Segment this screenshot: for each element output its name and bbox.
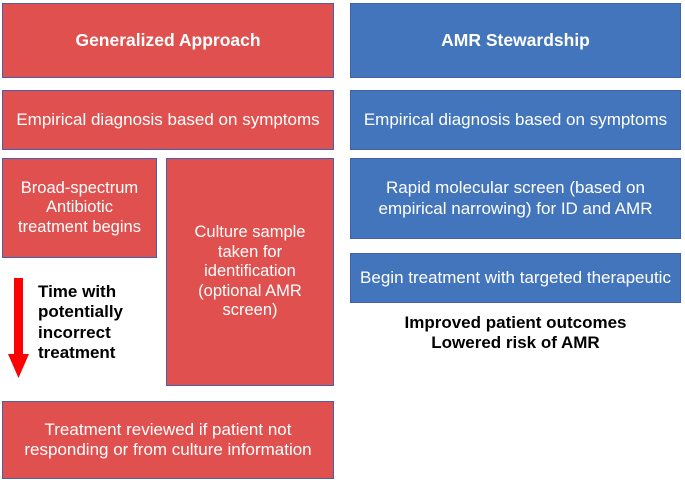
left-step-2-box: Broad-spectrum Antibiotic treatment begi… [2, 158, 157, 258]
left-column-header-label: Generalized Approach [75, 30, 261, 51]
left-column-annotation: Time with potentially incorrect treatmen… [38, 282, 124, 363]
left-step-1-box: Empirical diagnosis based on symptoms [2, 90, 334, 150]
left-step-4-box: Treatment reviewed if patient not respon… [2, 401, 334, 479]
right-step-2-label: Rapid molecular screen (based on empiric… [378, 178, 653, 218]
left-step-2-label: Broad-spectrum Antibiotic treatment begi… [18, 178, 141, 236]
downward-time-arrow-icon [8, 278, 29, 378]
right-step-1-box: Empirical diagnosis based on symptoms [350, 90, 681, 150]
right-step-1-label: Empirical diagnosis based on symptoms [363, 109, 668, 129]
left-step-4-label: Treatment reviewed if patient not respon… [24, 419, 312, 459]
left-step-3-box: Culture sample taken for identification … [166, 158, 334, 386]
left-column-header-box: Generalized Approach [2, 3, 334, 78]
left-step-1-label: Empirical diagnosis based on symptoms [16, 109, 320, 129]
right-column-annotation: Improved patient outcomes Lowered risk o… [404, 313, 627, 353]
right-step-3-box: Begin treatment with targeted therapeuti… [350, 253, 681, 303]
right-column-header-label: AMR Stewardship [441, 30, 590, 51]
right-step-2-box: Rapid molecular screen (based on empiric… [350, 158, 681, 239]
right-column-header-box: AMR Stewardship [350, 3, 681, 78]
left-step-3-label: Culture sample taken for identification … [194, 223, 306, 320]
right-step-3-label: Begin treatment with targeted therapeuti… [360, 267, 671, 287]
